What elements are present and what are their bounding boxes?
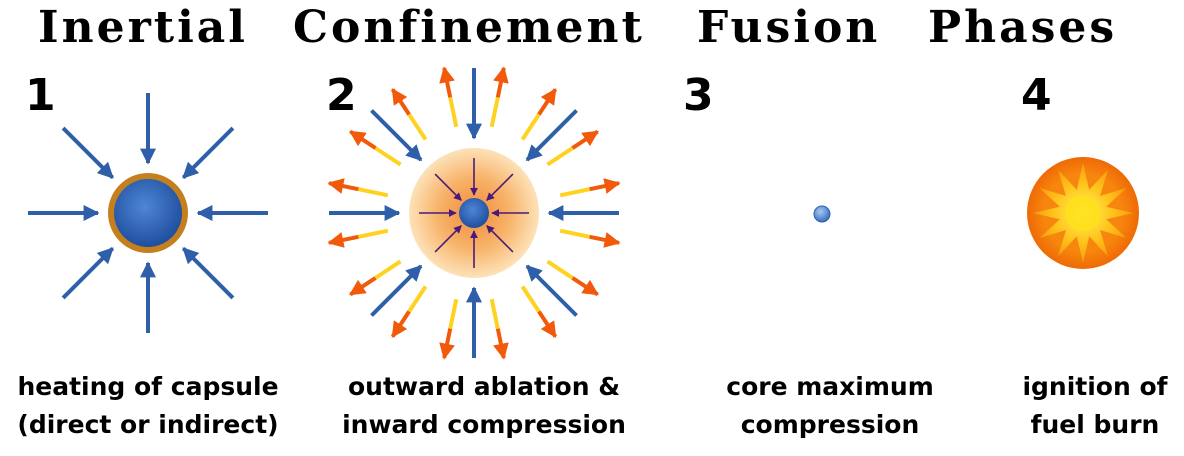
inward-arrow <box>61 126 115 180</box>
phase-1-capsule <box>108 173 188 253</box>
inward-arrow <box>370 264 423 317</box>
ablation-arrow-tail <box>407 285 428 313</box>
ablation-arrow-tail <box>489 96 500 128</box>
ablation-arrow-tail <box>489 298 500 330</box>
ablation-arrow <box>493 328 509 360</box>
ablation-arrow-tail <box>546 146 574 167</box>
inward-arrow <box>181 126 235 180</box>
phase-2-arrows <box>327 66 621 360</box>
inward-arrow <box>525 264 578 317</box>
phase-3-caption: core maximum compression <box>726 372 934 439</box>
ablation-arrow <box>439 328 455 360</box>
ablation-arrow-tail <box>520 113 541 141</box>
ablation-arrow <box>493 66 509 98</box>
ablation-arrow-tail <box>407 113 428 141</box>
ablation-arrow-tail <box>448 96 459 128</box>
ablation-arrow <box>327 178 359 194</box>
inward-arrow <box>61 246 115 300</box>
ablation-arrow <box>390 88 411 116</box>
phase-2-core <box>459 198 489 228</box>
ablation-arrow <box>589 232 621 248</box>
title-word-inertial: Inertial <box>38 2 249 53</box>
phase-3-number: 3 <box>683 70 714 121</box>
compression-arrow <box>486 173 514 201</box>
phase-4-caption: ignition of fuel burn <box>1022 372 1168 439</box>
ablation-arrow <box>589 178 621 194</box>
ablation-arrow-tail <box>448 298 459 330</box>
ablation-arrow <box>349 129 377 150</box>
ablation-arrow <box>349 276 377 297</box>
phase-2-number: 2 <box>326 70 357 121</box>
ablation-arrow <box>537 310 558 338</box>
ablation-arrow-tail <box>357 228 389 239</box>
ablation-arrow <box>571 276 599 297</box>
compression-arrow <box>434 225 462 253</box>
ablation-arrow-tail <box>357 187 389 198</box>
phase-1-number: 1 <box>25 70 56 121</box>
inward-arrow <box>181 246 235 300</box>
ablation-arrow-tail <box>559 228 591 239</box>
ablation-arrow-tail <box>546 259 574 280</box>
diagram-title: Inertial Confinement Fusion Phases <box>0 2 1184 54</box>
phase-1-inward-arrows <box>28 93 268 333</box>
ablation-arrow <box>390 310 411 338</box>
compression-arrow <box>434 173 462 201</box>
ablation-arrow <box>571 129 599 150</box>
phase-3-compressed-core <box>813 205 831 223</box>
ablation-arrow-tail <box>520 285 541 313</box>
ablation-arrow <box>537 88 558 116</box>
phase-4-number: 4 <box>1021 70 1052 121</box>
phase-2-compression-arrows <box>419 158 529 268</box>
ablation-arrow-tail <box>559 187 591 198</box>
title-word-phases: Phases <box>928 2 1118 53</box>
phase-1-caption: heating of capsule (direct or indirect) <box>17 372 279 439</box>
inward-arrow <box>370 109 423 162</box>
title-word-confinement: Confinement <box>293 2 645 53</box>
phase-2-caption: outward ablation & inward compression <box>342 372 626 439</box>
title-word-fusion: Fusion <box>697 2 881 53</box>
phase-4-ignition-burst <box>1027 157 1139 269</box>
ablation-arrow <box>439 66 455 98</box>
ablation-arrow <box>327 232 359 248</box>
ablation-arrow-tail <box>374 146 402 167</box>
inward-arrow <box>525 109 578 162</box>
ablation-arrow-tail <box>374 259 402 280</box>
compression-arrow <box>486 225 514 253</box>
